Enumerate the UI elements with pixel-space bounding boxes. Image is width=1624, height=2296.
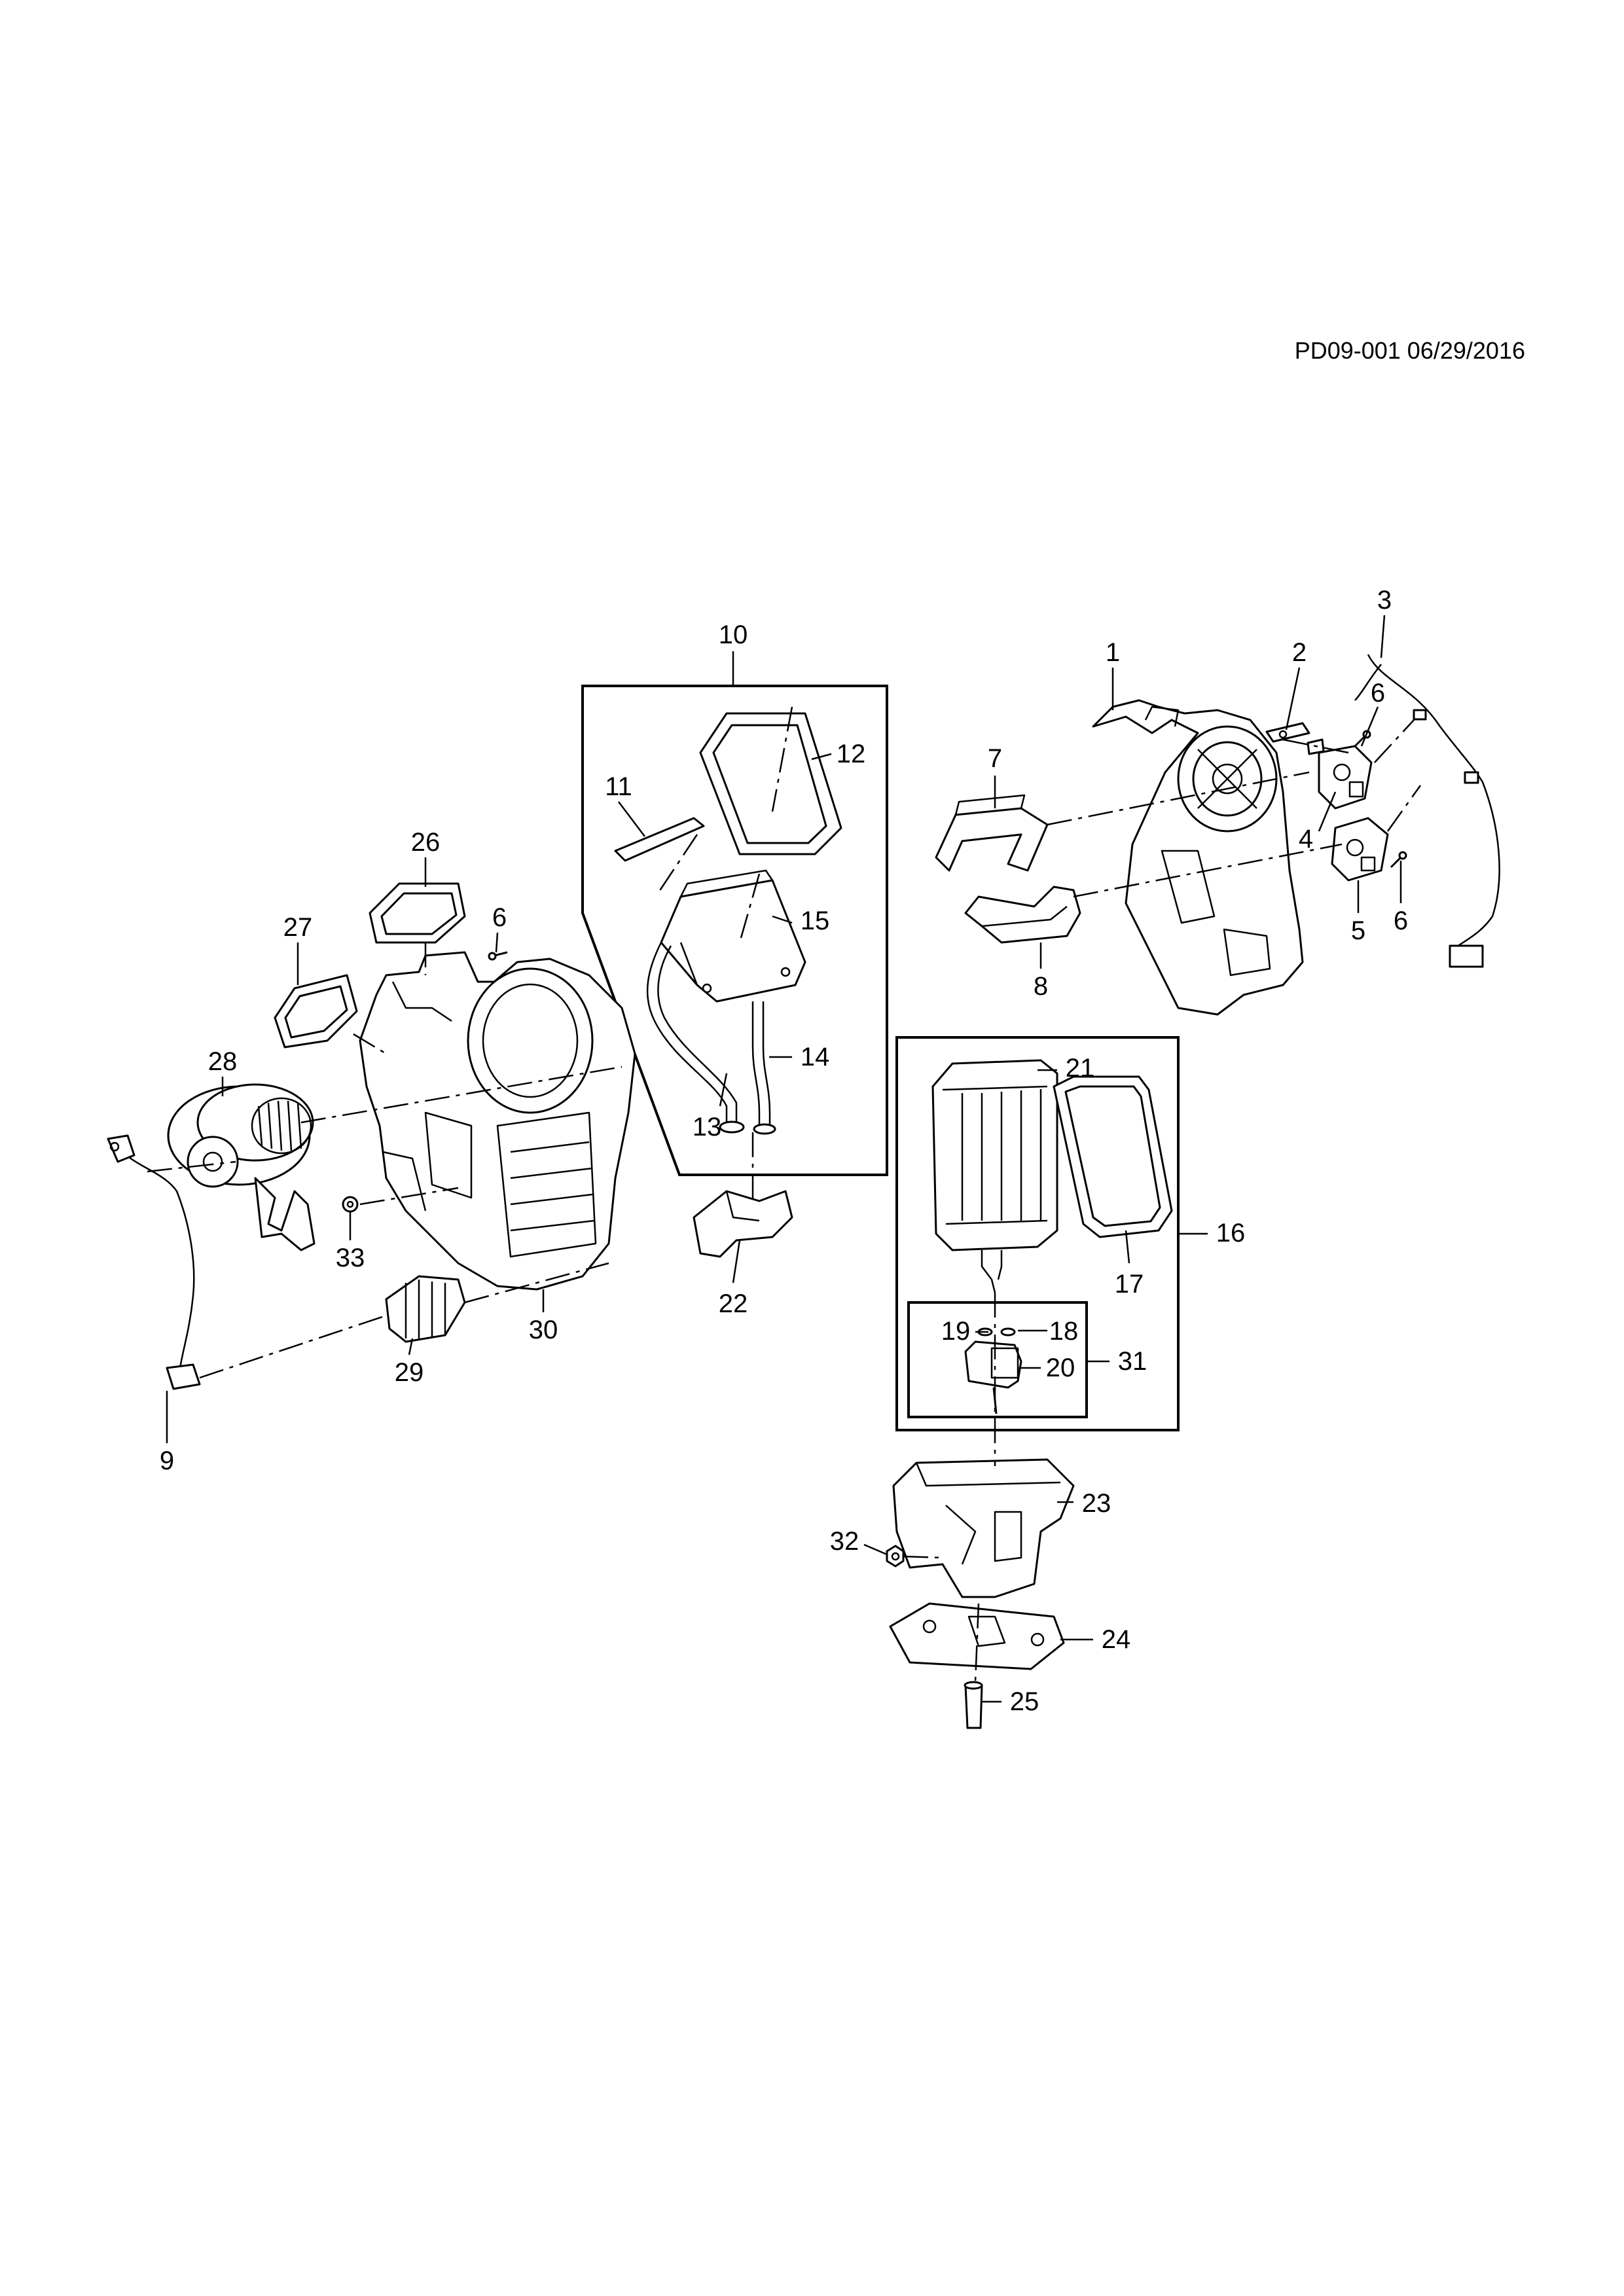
callout-6-lower: 6 bbox=[1394, 906, 1408, 935]
callout-20: 20 bbox=[1046, 1354, 1075, 1382]
document-reference: PD09-001 06/29/2016 bbox=[1295, 337, 1525, 364]
evaporator-core-part-21 bbox=[931, 1059, 1058, 1293]
callout-24: 24 bbox=[1102, 1625, 1131, 1654]
callout-18: 18 bbox=[1049, 1317, 1079, 1346]
alignment-lines bbox=[147, 706, 1422, 1683]
callout-6-left: 6 bbox=[492, 903, 507, 932]
callout-29: 29 bbox=[395, 1358, 424, 1387]
seal-part-12 bbox=[699, 712, 842, 855]
group-frame-16 bbox=[895, 1036, 1208, 1431]
resistor-part-29 bbox=[385, 1275, 466, 1343]
heater-core-part-15 bbox=[660, 869, 806, 1003]
callout-27: 27 bbox=[283, 913, 313, 942]
callout-22: 22 bbox=[719, 1289, 748, 1318]
front-case-part-30 bbox=[359, 951, 636, 1291]
callouts: 1 2 3 6 4 5 6 7 8 10 11 12 15 14 13 22 2… bbox=[160, 586, 1408, 1716]
o-ring-part-18 bbox=[1000, 1327, 1016, 1336]
callout-15: 15 bbox=[801, 906, 830, 935]
lower-case-part-23 bbox=[892, 1458, 1075, 1598]
callout-30: 30 bbox=[529, 1316, 558, 1344]
seal-part-27 bbox=[274, 974, 358, 1049]
callout-13: 13 bbox=[693, 1113, 722, 1141]
callout-25: 25 bbox=[1010, 1687, 1039, 1716]
wiring-harness-part-9 bbox=[107, 1134, 201, 1390]
callout-16: 16 bbox=[1216, 1219, 1246, 1247]
drain-hose-part-25 bbox=[964, 1681, 983, 1729]
callout-28: 28 bbox=[208, 1047, 238, 1076]
seal-part-11 bbox=[614, 817, 705, 862]
group-frame-31 bbox=[907, 1301, 1110, 1418]
callout-14: 14 bbox=[801, 1043, 830, 1071]
duct-part-7 bbox=[935, 794, 1049, 872]
duct-part-8 bbox=[964, 886, 1081, 944]
callout-32: 32 bbox=[830, 1527, 859, 1556]
seal-part-17 bbox=[1053, 1075, 1173, 1238]
callout-23: 23 bbox=[1082, 1489, 1111, 1518]
callout-10: 10 bbox=[719, 620, 748, 649]
callout-17: 17 bbox=[1115, 1270, 1144, 1299]
callout-21: 21 bbox=[1066, 1054, 1095, 1083]
callout-5: 5 bbox=[1351, 916, 1365, 945]
callout-8: 8 bbox=[1034, 972, 1048, 1001]
screw-part-6-left bbox=[488, 951, 508, 961]
group-frame-10 bbox=[581, 651, 888, 1176]
expansion-valve-part-20 bbox=[964, 1340, 1022, 1414]
callout-19: 19 bbox=[941, 1317, 971, 1346]
callout-3: 3 bbox=[1377, 586, 1392, 615]
callout-11: 11 bbox=[605, 772, 632, 801]
callout-33: 33 bbox=[336, 1244, 365, 1272]
seal-part-26 bbox=[369, 882, 466, 944]
nut-part-32 bbox=[886, 1545, 905, 1568]
callout-6-upper: 6 bbox=[1371, 679, 1385, 708]
bracket-part-2 bbox=[1265, 722, 1325, 755]
actuator-part-4 bbox=[1318, 745, 1373, 810]
screw-part-6-upper bbox=[1354, 730, 1371, 747]
actuator-part-5 bbox=[1331, 817, 1389, 882]
blower-motor-part-28 bbox=[167, 1083, 316, 1251]
callout-4: 4 bbox=[1299, 825, 1313, 853]
callout-1: 1 bbox=[1106, 638, 1120, 667]
pipe-part-14 bbox=[751, 1001, 776, 1135]
callout-7: 7 bbox=[988, 744, 1002, 773]
callout-2: 2 bbox=[1292, 638, 1307, 667]
screw-part-6-lower bbox=[1390, 851, 1407, 869]
screw-part-33 bbox=[342, 1196, 359, 1213]
callout-9: 9 bbox=[160, 1446, 174, 1475]
callout-26: 26 bbox=[411, 828, 441, 857]
wiring-harness-part-3 bbox=[1354, 654, 1500, 968]
leader-lines bbox=[166, 615, 1402, 1703]
callout-12: 12 bbox=[837, 740, 866, 768]
bracket-part-22 bbox=[693, 1190, 793, 1258]
callout-31: 31 bbox=[1118, 1347, 1147, 1376]
